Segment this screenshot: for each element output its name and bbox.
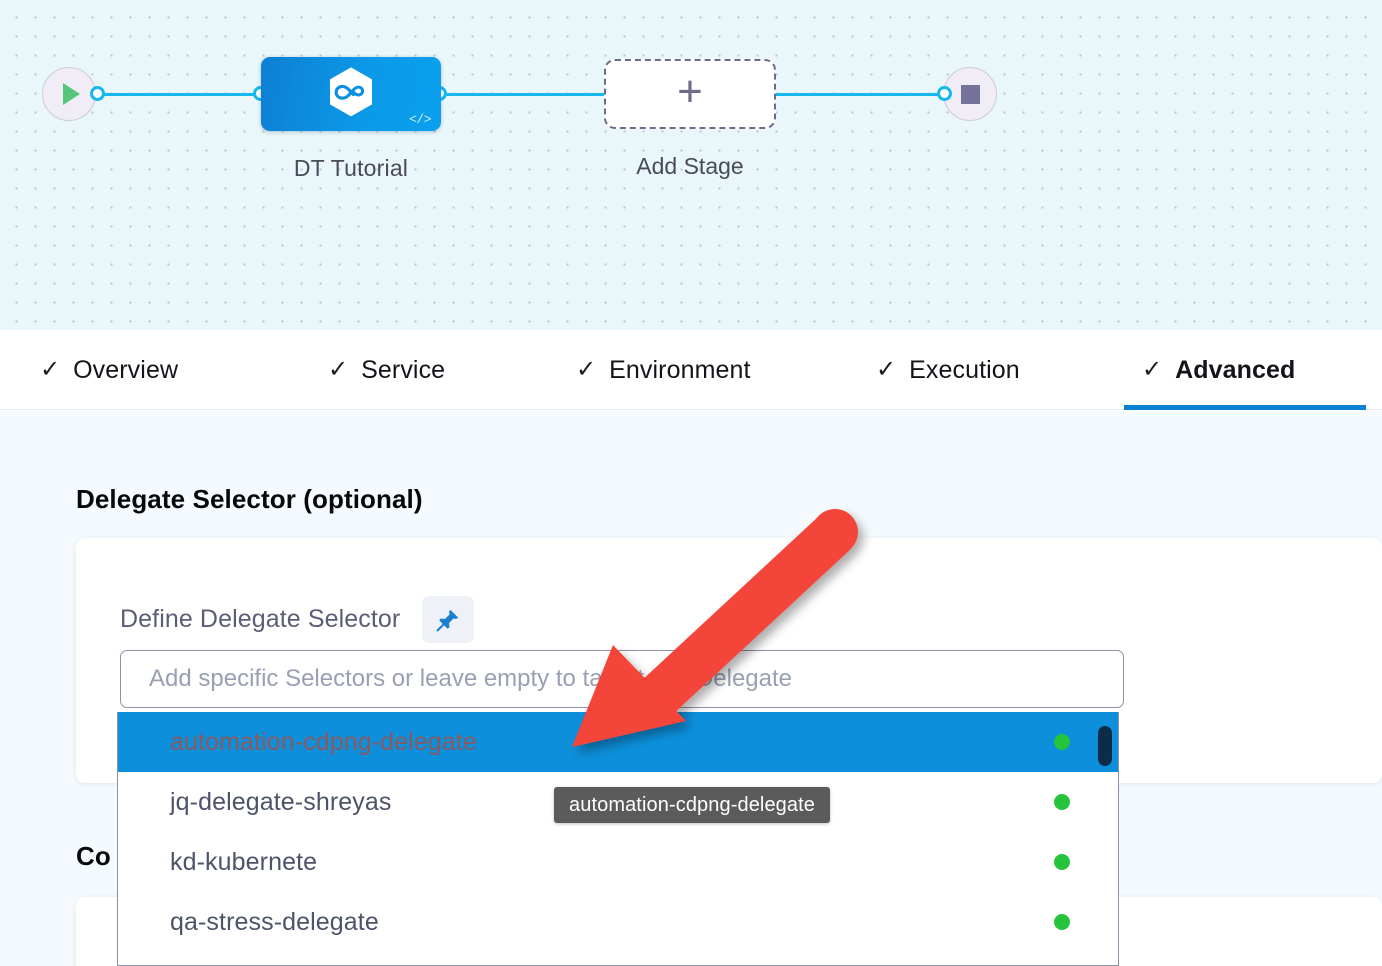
tab-execution[interactable]: ✓ Execution: [858, 330, 1038, 410]
tab-advanced-label: Advanced: [1175, 355, 1296, 384]
add-stage-button[interactable]: +: [604, 59, 776, 129]
conditional-execution-heading: Co: [76, 841, 111, 871]
check-icon: ✓: [40, 356, 61, 383]
dropdown-item-label: qa-stress-delegate: [170, 907, 379, 936]
delegate-selector-heading: Delegate Selector (optional): [76, 484, 423, 514]
pipeline-start-node[interactable]: [42, 67, 96, 121]
delegate-name-tooltip: automation-cdpng-delegate: [554, 787, 831, 823]
dropdown-item-jq-delegate-shreyas[interactable]: jq-delegate-shreyas: [118, 772, 1118, 832]
check-icon: ✓: [1142, 356, 1163, 383]
delegate-status-dot: [1054, 734, 1070, 750]
dropdown-item-kd-kubernete[interactable]: kd-kubernete: [118, 832, 1118, 892]
delegate-status-dot: [1054, 854, 1070, 870]
harness-hexagon-infinity-icon: [330, 67, 372, 117]
pipeline-canvas[interactable]: </> DT Tutorial + Add Stage: [0, 0, 1382, 330]
delegate-status-dot: [1054, 794, 1070, 810]
pipeline-edge-start-to-stage: [95, 93, 270, 96]
play-icon: [62, 83, 80, 105]
define-delegate-selector-row: Define Delegate Selector: [120, 596, 475, 643]
dropdown-item-automation-cdpng-delegate[interactable]: automation-cdpng-delegate: [118, 712, 1118, 772]
tab-environment[interactable]: ✓ Environment: [558, 330, 769, 410]
pipeline-edge-add-to-end: [770, 93, 950, 96]
tab-overview[interactable]: ✓ Overview: [22, 330, 196, 410]
tab-overview-label: Overview: [73, 355, 179, 384]
check-icon: ✓: [576, 356, 597, 383]
connector-dot-start-out[interactable]: [90, 86, 105, 101]
delegate-selector-dropdown[interactable]: automation-cdpng-delegate jq-delegate-sh…: [117, 712, 1119, 966]
delegate-selector-input[interactable]: [120, 650, 1124, 708]
dropdown-item-label: kd-kubernete: [170, 847, 318, 876]
tooltip-text: automation-cdpng-delegate: [569, 793, 816, 816]
tab-environment-label: Environment: [609, 355, 751, 384]
pipeline-stage-label: DT Tutorial: [293, 155, 409, 181]
dropdown-item-label: jq-delegate-shreyas: [170, 787, 392, 816]
check-icon: ✓: [328, 356, 349, 383]
dropdown-scrollbar-thumb[interactable]: [1098, 726, 1112, 766]
tab-service-label: Service: [361, 355, 446, 384]
pipeline-edge-stage-to-add: [437, 93, 617, 96]
dropdown-item-qa-stress-delegate[interactable]: qa-stress-delegate: [118, 892, 1118, 952]
tab-execution-label: Execution: [909, 355, 1020, 384]
connector-dot-end-in[interactable]: [937, 86, 952, 101]
pipeline-stage-node[interactable]: </>: [261, 57, 441, 131]
tab-service[interactable]: ✓ Service: [310, 330, 463, 410]
stage-tabbar: ✓ Overview ✓ Service ✓ Environment ✓ Exe…: [0, 330, 1382, 410]
dropdown-item-label: automation-cdpng-delegate: [170, 727, 477, 756]
code-badge-icon: </>: [409, 112, 431, 127]
pushpin-icon[interactable]: [422, 596, 475, 643]
pushpin-glyph: [436, 609, 459, 631]
tab-advanced[interactable]: ✓ Advanced: [1124, 330, 1366, 410]
stop-icon: [960, 84, 980, 104]
delegate-status-dot: [1054, 914, 1070, 930]
check-icon: ✓: [876, 356, 897, 383]
plus-icon: +: [677, 67, 703, 116]
add-stage-label: Add Stage: [636, 153, 744, 179]
define-delegate-selector-label: Define Delegate Selector: [120, 605, 401, 633]
